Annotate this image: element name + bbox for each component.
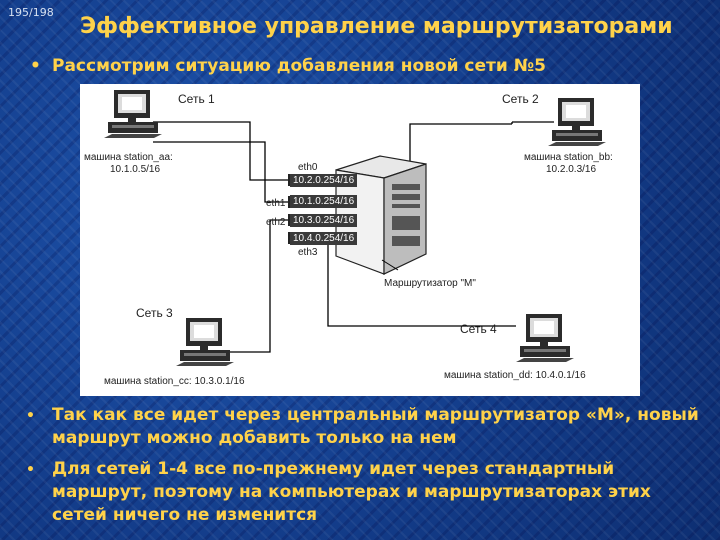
- network-diagram: Сеть 1 Сеть 2 Сеть 3 Сеть 4 машина stati…: [80, 84, 640, 396]
- bullet-bottom-2-text: Для сетей 1-4 все по-прежнему идет через…: [52, 459, 651, 525]
- bullet-top-text: Рассмотрим ситуацию добавления новой сет…: [52, 56, 547, 76]
- interface-eth3: eth3: [298, 247, 318, 258]
- network-label-4: Сеть 4: [460, 322, 497, 336]
- bullet-bottom-1-text: Так как все идет через центральный маршр…: [52, 405, 699, 448]
- station-bb-ip: 10.2.0.3/16: [546, 164, 597, 175]
- interface-eth3-ip: 10.4.0.254/16: [290, 232, 358, 245]
- station-bb-name: машина station_bb:: [524, 152, 613, 163]
- interface-eth2: eth2: [266, 217, 286, 228]
- slide-title: Эффективное управление маршрутизаторами: [80, 14, 673, 39]
- router-label: Маршрутизатор "М": [384, 278, 476, 289]
- interface-eth2-ip: 10.3.0.254/16: [290, 214, 358, 227]
- interface-eth0: eth0: [298, 162, 318, 173]
- station-aa-ip: 10.1.0.5/16: [110, 164, 161, 175]
- bullet-marker: •: [30, 56, 41, 76]
- interface-eth1: eth1: [266, 198, 286, 209]
- diagram-graphics: [104, 90, 606, 366]
- computer-icon-cc: [176, 318, 234, 366]
- bullet-marker: •: [26, 462, 35, 478]
- page-counter: 195/198: [8, 6, 54, 19]
- station-dd-label: машина station_dd: 10.4.0.1/16: [444, 370, 586, 381]
- computer-icon-dd: [516, 314, 574, 362]
- bullet-bottom-1: • Так как все идет через центральный мар…: [26, 404, 706, 450]
- computer-icon-bb: [548, 98, 606, 146]
- network-label-2: Сеть 2: [502, 92, 539, 106]
- bullet-marker: •: [26, 408, 35, 424]
- station-aa-name: машина station_aa:: [84, 152, 173, 163]
- network-label-3: Сеть 3: [136, 306, 173, 320]
- interface-eth0-ip: 10.2.0.254/16: [290, 174, 358, 187]
- interface-eth1-ip: 10.1.0.254/16: [290, 195, 358, 208]
- station-cc-label: машина station_cc: 10.3.0.1/16: [104, 376, 245, 387]
- bullet-top: • Рассмотрим ситуацию добавления новой с…: [30, 56, 546, 76]
- network-label-1: Сеть 1: [178, 92, 215, 106]
- bullet-bottom-2: • Для сетей 1-4 все по-прежнему идет чер…: [26, 458, 706, 527]
- computer-icon-aa: [104, 90, 162, 138]
